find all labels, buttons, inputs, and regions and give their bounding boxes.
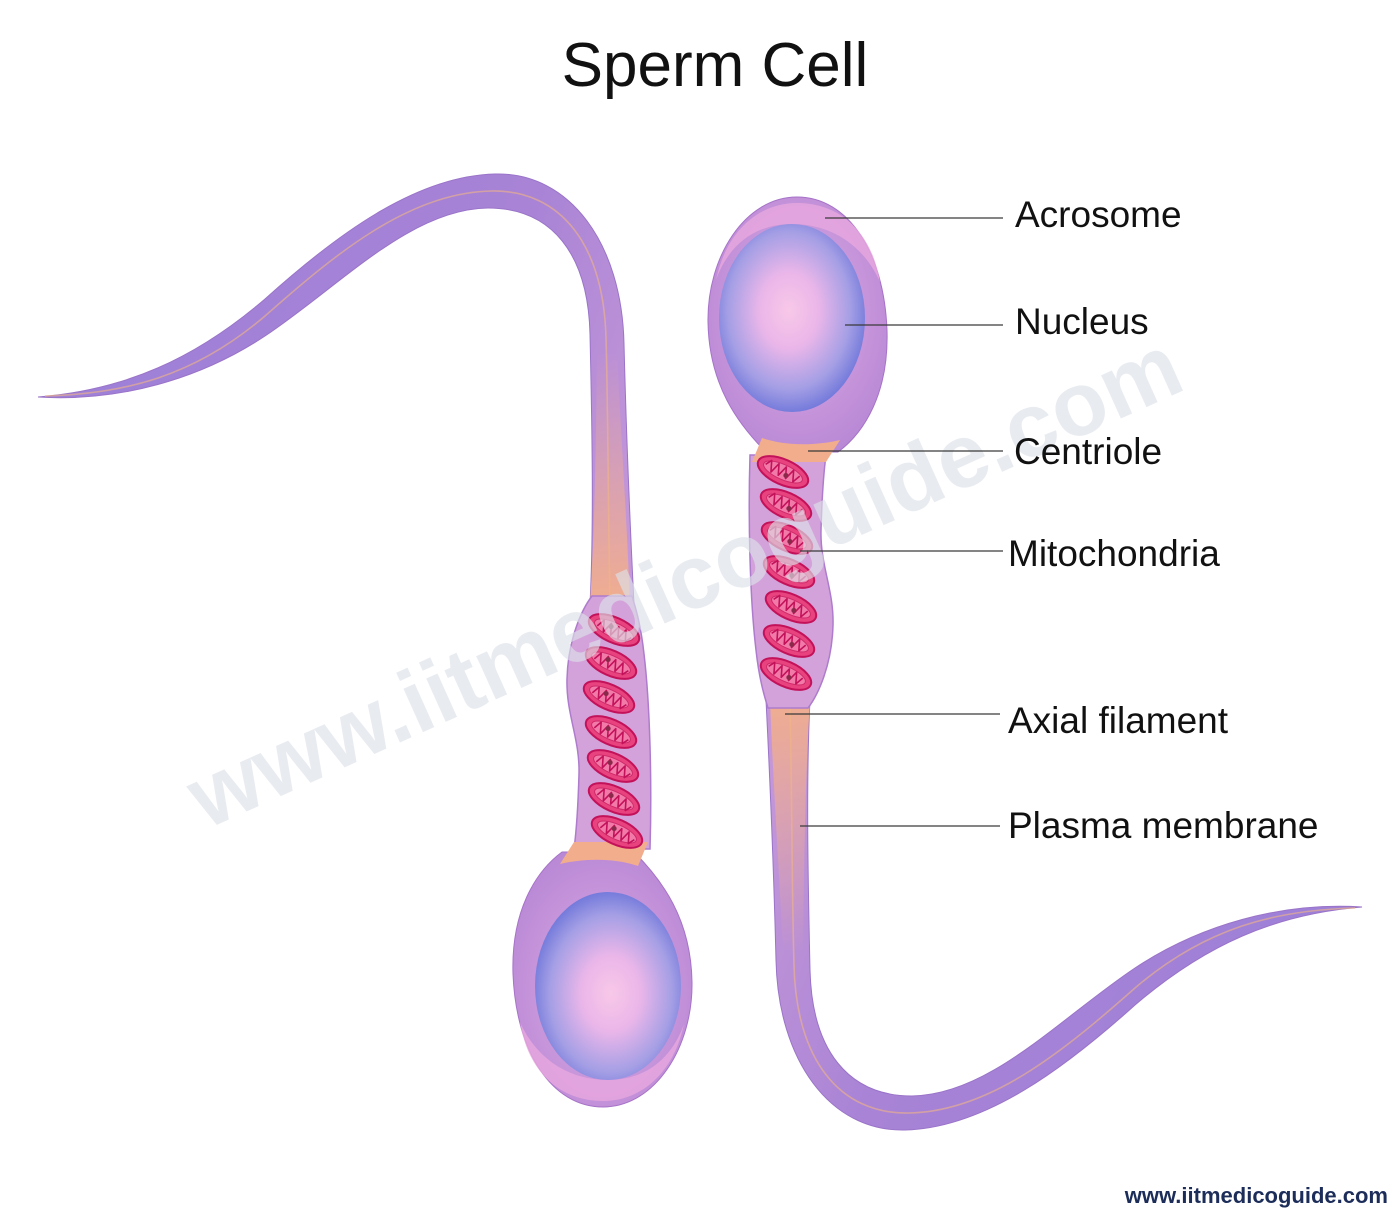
mitochondrion-cristae	[768, 661, 804, 685]
mitochondria-spiral	[756, 455, 818, 691]
part-labels: Acrosome Nucleus Centriole Mitochondria …	[1008, 194, 1319, 846]
sperm-cell-right	[707, 196, 1363, 1131]
label-nucleus: Nucleus	[1015, 301, 1149, 342]
mitochondrion-granule	[789, 572, 795, 578]
mitochondrion-granule	[786, 505, 792, 511]
nucleus	[719, 224, 865, 412]
mitochondrion-cristae	[773, 594, 809, 618]
mitochondrion	[756, 455, 810, 489]
mitochondrion	[759, 488, 813, 522]
label-acrosome: Acrosome	[1015, 194, 1182, 235]
axial-filament	[789, 699, 1356, 1114]
mitochondrion	[762, 555, 816, 589]
mitochondrion-granule	[791, 607, 797, 613]
label-axial-filament: Axial filament	[1008, 700, 1229, 741]
acrosome-cap	[716, 203, 880, 282]
mitochondrion-cristae	[765, 459, 801, 483]
mitochondrion-granule	[783, 472, 789, 478]
mitochondrion-cristae	[768, 492, 804, 516]
mitochondrion	[759, 657, 813, 691]
leader-lines	[785, 217, 1003, 827]
mitochondrion-granule	[787, 538, 793, 544]
tail-cytoplasm	[770, 700, 810, 950]
label-centriole: Centriole	[1014, 431, 1162, 472]
label-plasma-membrane: Plasma membrane	[1008, 805, 1319, 846]
watermark-text: www.iitmedicoguide.com	[172, 315, 1196, 848]
mitochondrion-granule	[789, 641, 795, 647]
label-mitochondria: Mitochondria	[1008, 533, 1220, 574]
mitochondrion-granule	[786, 674, 792, 680]
mitochondrion	[764, 590, 818, 624]
mitochondrion-cristae	[771, 559, 807, 583]
mitochondrion-cristae	[771, 628, 807, 652]
tail	[765, 699, 1363, 1131]
mitochondrion	[762, 624, 816, 658]
mitochondrion-cristae	[769, 525, 805, 549]
footer-website: www.iitmedicoguide.com	[1124, 1183, 1388, 1208]
mitochondrion	[760, 521, 814, 555]
diagram-title: Sperm Cell	[562, 31, 869, 100]
